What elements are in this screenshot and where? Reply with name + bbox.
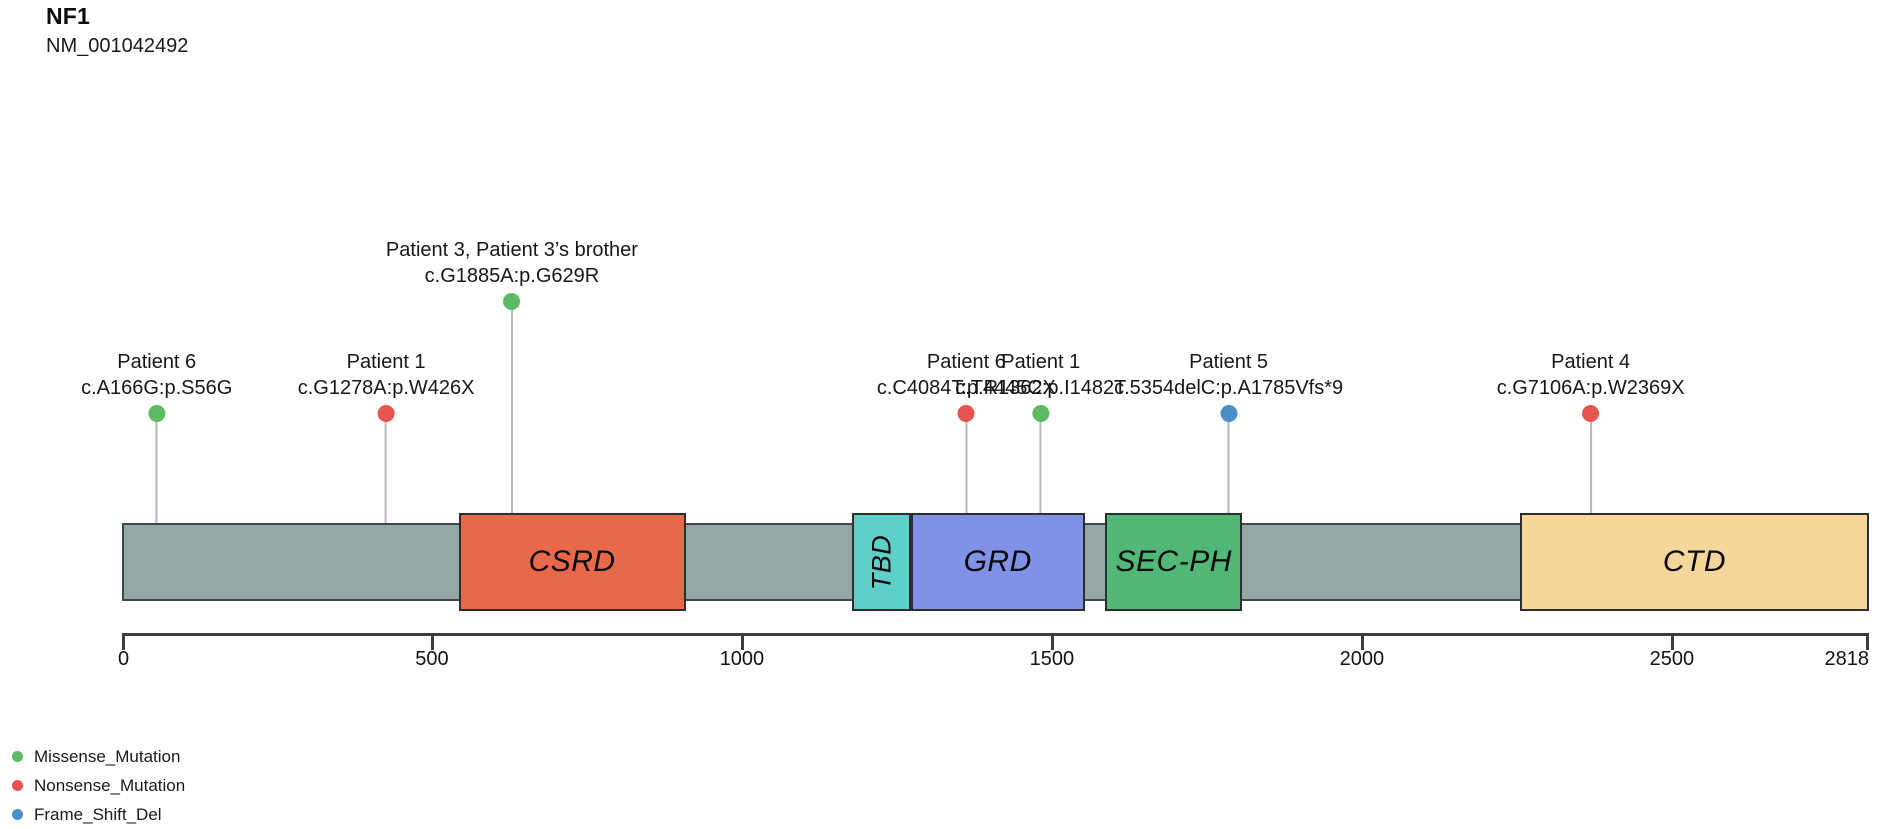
mutation-dot[interactable] xyxy=(503,293,521,310)
domain-box-ctd[interactable]: CTD xyxy=(1519,513,1869,611)
domain-label: CSRD xyxy=(528,545,616,578)
mutation-label: Patient 5 c.5354delC:p.A1785Vfs*9 xyxy=(1114,349,1343,401)
domain-box-csrd[interactable]: CSRD xyxy=(458,513,686,611)
axis-tick-label: 500 xyxy=(415,648,449,670)
axis-tick xyxy=(1050,633,1054,650)
mutation-dot[interactable] xyxy=(957,405,975,422)
gene-header: NF1 NM_001042492 xyxy=(46,2,188,59)
axis-tick-label: 2000 xyxy=(1339,648,1385,670)
mutation-label: Patient 1 c.T4445C:p.I1482T xyxy=(955,349,1126,401)
legend-label: Missense_Mutation xyxy=(34,746,181,766)
domain-label: SEC-PH xyxy=(1115,545,1232,578)
axis-tick-label: 1000 xyxy=(719,648,765,670)
transcript-id: NM_001042492 xyxy=(46,35,189,57)
mutation-label: Patient 1 c.G1278A:p.W426X xyxy=(298,349,475,401)
legend-item[interactable]: Missense_Mutation xyxy=(12,742,185,771)
mutation-patient-label: Patient 4 xyxy=(1551,351,1631,373)
mutation-patient-label: Patient 1 xyxy=(346,351,426,373)
legend-label: Frame_Shift_Del xyxy=(34,804,162,824)
axis-tick-label: 2818 xyxy=(1824,648,1870,670)
mutation-label: Patient 6 c.A166G:p.S56G xyxy=(81,349,232,401)
mutation-stem xyxy=(155,422,158,524)
mutation-label: Patient 3, Patient 3’s brother c.G1885A:p… xyxy=(386,237,638,289)
mutation-lollipop[interactable]: Patient 1 c.T4445C:p.I1482T xyxy=(955,349,1126,524)
axis-tick xyxy=(1360,633,1364,650)
axis-tick xyxy=(122,633,125,650)
mutation-hgvs-label: c.G1278A:p.W426X xyxy=(297,377,475,399)
page-title: NF1 xyxy=(46,3,91,29)
legend-swatch-icon xyxy=(12,751,23,762)
axis-tick-label: 0 xyxy=(118,648,130,670)
domain-box-sec-ph[interactable]: SEC-PH xyxy=(1105,513,1243,611)
axis-tick xyxy=(1866,633,1869,650)
axis-tick xyxy=(430,633,434,650)
mutation-dot[interactable] xyxy=(1220,405,1238,422)
x-axis-line xyxy=(122,633,1869,636)
mutation-dot[interactable] xyxy=(1032,405,1050,422)
mutation-lollipop[interactable]: Patient 1 c.G1278A:p.W426X xyxy=(298,349,475,524)
domain-label: CTD xyxy=(1662,545,1727,578)
mutation-lollipop[interactable]: Patient 4 c.G7106A:p.W2369X xyxy=(1497,349,1685,524)
domain-box-grd[interactable]: GRD xyxy=(910,513,1085,611)
mutation-stem xyxy=(510,310,513,524)
mutation-lollipop[interactable]: Patient 5 c.5354delC:p.A1785Vfs*9 xyxy=(1114,349,1343,524)
mutation-stem xyxy=(1039,422,1042,524)
mutation-patient-label: Patient 5 xyxy=(1189,351,1269,373)
mutation-hgvs-label: c.G1885A:p.G629R xyxy=(424,265,600,287)
mutation-hgvs-label: c.A166G:p.S56G xyxy=(81,377,233,399)
mutation-stem xyxy=(385,422,388,524)
mutation-dot[interactable] xyxy=(148,405,166,422)
mutation-patient-label: Patient 1 xyxy=(1001,351,1081,373)
domain-box-tbd[interactable]: TBD xyxy=(852,513,911,611)
mutation-label: Patient 4 c.G7106A:p.W2369X xyxy=(1497,349,1685,401)
mutation-hgvs-label: c.C4084T:p.R1362X xyxy=(876,377,1056,399)
mutation-lollipop[interactable]: Patient 6 c.A166G:p.S56G xyxy=(81,349,232,524)
mutation-patient-label: Patient 6 xyxy=(926,351,1006,373)
mutation-lollipop[interactable]: Patient 6 c.C4084T:p.R1362X xyxy=(877,349,1056,524)
mutation-hgvs-label: c.G7106A:p.W2369X xyxy=(1496,377,1685,399)
axis-tick-label: 1500 xyxy=(1029,648,1075,670)
mutation-stem xyxy=(965,422,968,524)
axis-tick-label: 2500 xyxy=(1649,648,1695,670)
mutation-patient-label: Patient 3, Patient 3’s brother xyxy=(385,239,638,261)
mutation-lollipop[interactable]: Patient 3, Patient 3’s brother c.G1885A:p… xyxy=(386,237,638,524)
legend-swatch-icon xyxy=(12,809,23,820)
legend-item[interactable]: Nonsense_Mutation xyxy=(12,771,185,800)
legend-label: Nonsense_Mutation xyxy=(34,775,186,795)
legend-item[interactable]: Frame_Shift_Del xyxy=(12,800,185,829)
mutation-dot[interactable] xyxy=(377,405,395,422)
mutation-stem xyxy=(1227,422,1230,524)
domain-label: GRD xyxy=(963,545,1032,578)
mutation-hgvs-label: c.T4445C:p.I1482T xyxy=(955,377,1127,399)
mutation-hgvs-label: c.5354delC:p.A1785Vfs*9 xyxy=(1114,377,1344,399)
mutation-dot[interactable] xyxy=(1582,405,1600,422)
mutation-patient-label: Patient 6 xyxy=(117,351,197,373)
axis-tick xyxy=(740,633,744,650)
mutation-stem xyxy=(1589,422,1592,524)
legend-swatch-icon xyxy=(12,780,23,791)
domain-label: TBD xyxy=(865,534,896,590)
axis-tick xyxy=(1670,633,1674,650)
mutation-label: Patient 6 c.C4084T:p.R1362X xyxy=(877,349,1056,401)
